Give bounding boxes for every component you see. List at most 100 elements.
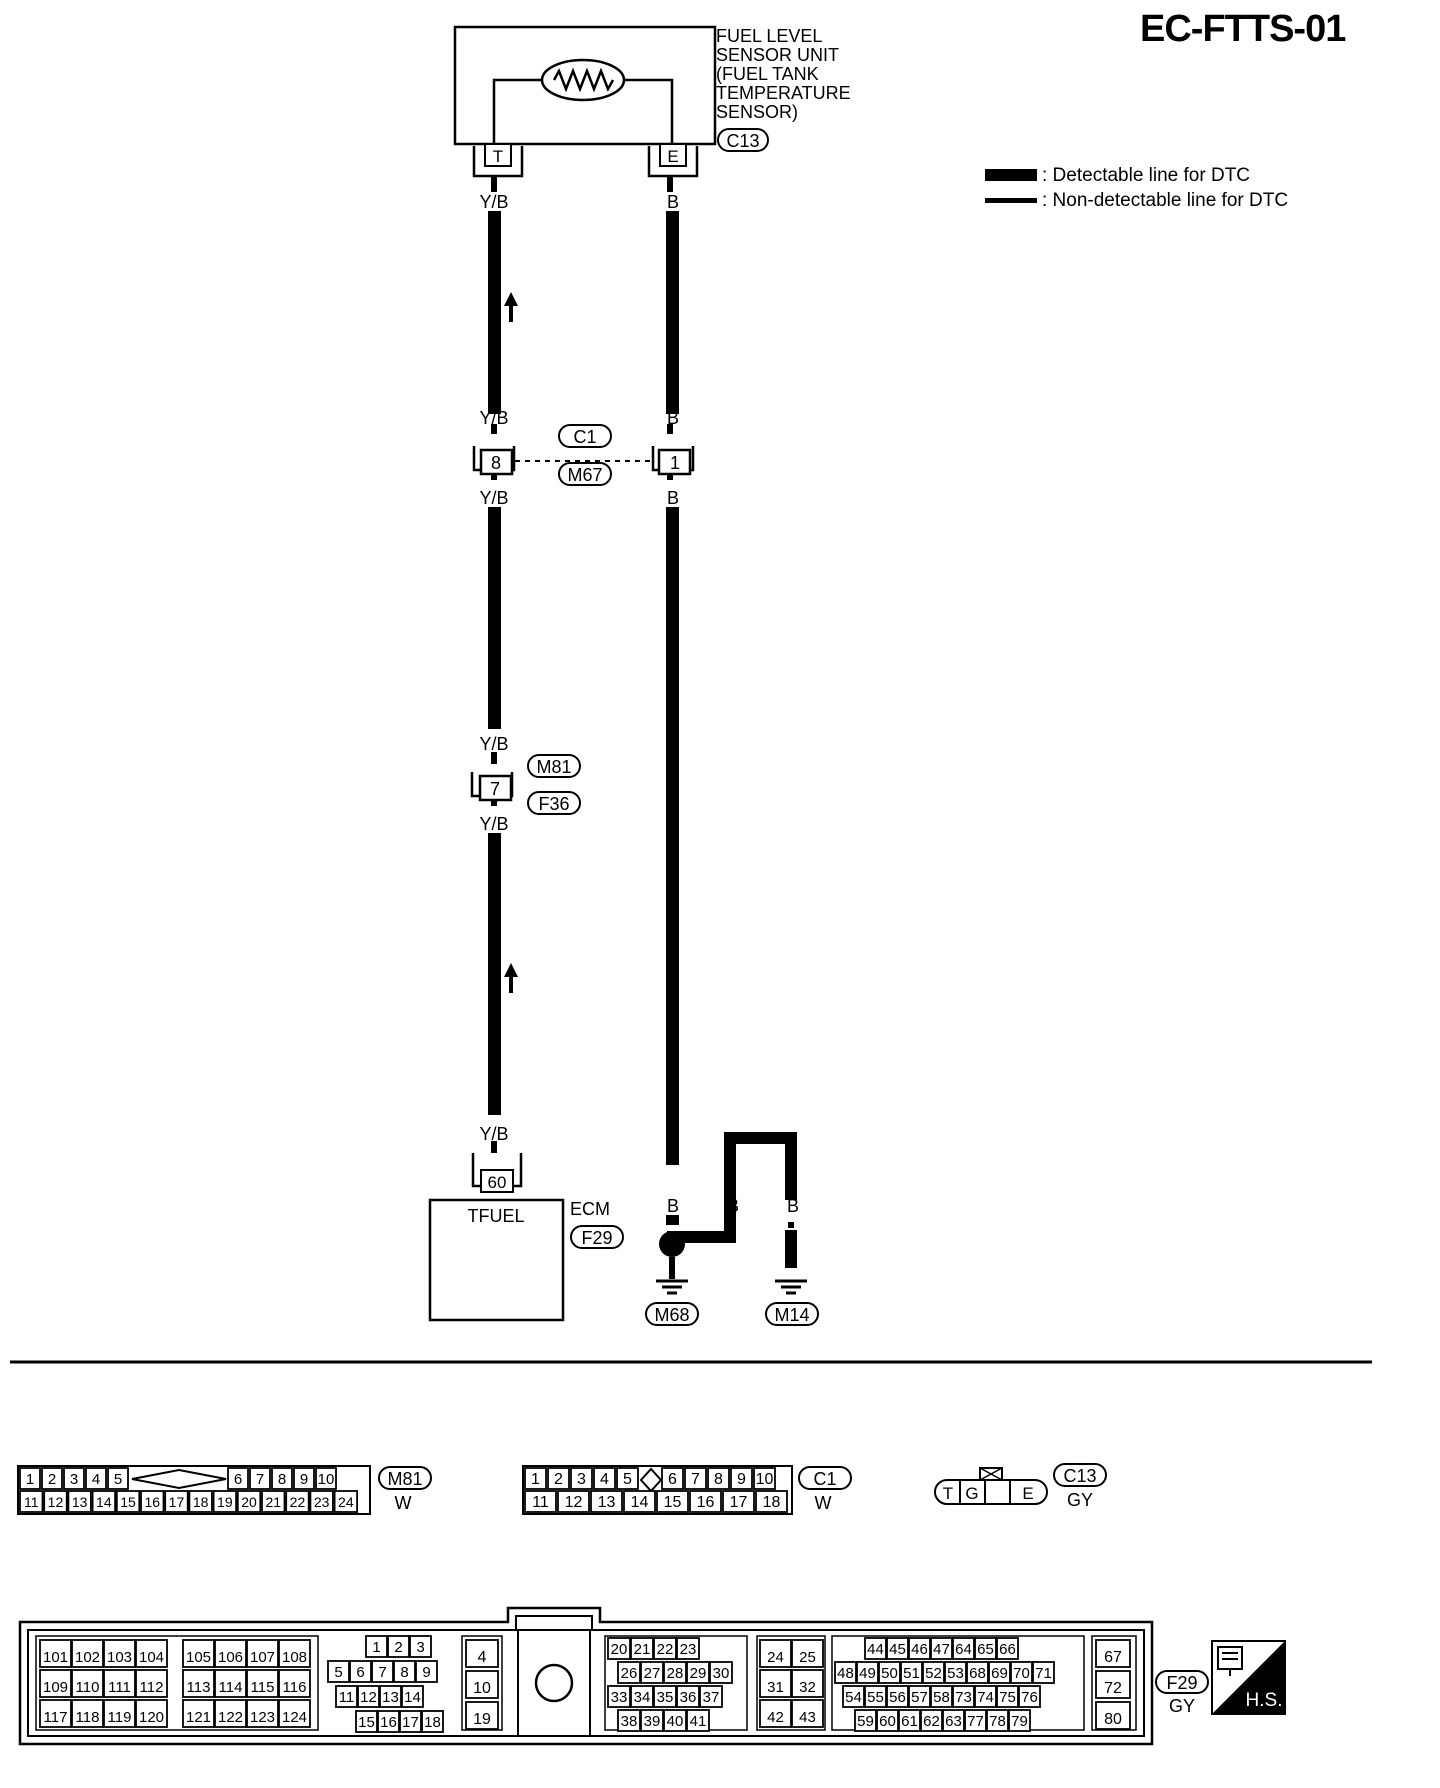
junction-m81-f36: 7 M81 F36 (470, 754, 581, 815)
connector-pin-label: 74 (977, 1689, 994, 1706)
connector-pin-label: 42 (767, 1709, 784, 1726)
connector-pin-label: 8 (714, 1471, 723, 1488)
connector-pin-label: 17 (730, 1494, 748, 1511)
connector-pin-label: 8 (278, 1471, 286, 1488)
connector-pin (19, 1490, 44, 1513)
connector-pin-label: 13 (382, 1689, 399, 1706)
c13-id: C13 (1063, 1466, 1096, 1486)
connector-pin-label: 111 (108, 1679, 131, 1696)
connector-pin (379, 1685, 402, 1708)
connector-pin (974, 1637, 997, 1660)
connector-pin (293, 1467, 315, 1490)
connector-pin (271, 1467, 293, 1490)
connector-pin (212, 1490, 238, 1513)
connector-pin (135, 1639, 168, 1668)
connector-pin-label: 80 (1104, 1711, 1122, 1728)
connector-pin (214, 1669, 247, 1698)
connector-pin-label: 63 (945, 1713, 962, 1730)
connector-pin-label: 25 (799, 1649, 816, 1666)
connector-pin-label: 9 (737, 1471, 746, 1488)
connector-pin-label: 33 (611, 1689, 628, 1706)
legend-thin-line (985, 198, 1037, 203)
connector-pin-label: 69 (991, 1665, 1008, 1682)
connector-pin (182, 1669, 215, 1698)
wire-label-yb: Y/B (479, 192, 508, 212)
diagram-id: EC-FTTS-01 (1140, 8, 1346, 50)
connector-pin-label: 16 (380, 1714, 397, 1731)
connector-pin-label: 9 (300, 1471, 308, 1488)
connector-pin (309, 1490, 334, 1513)
connector-pin-label: 14 (404, 1689, 421, 1706)
connector-pin (115, 1490, 141, 1513)
connector-pin-label: 41 (690, 1713, 707, 1730)
key-diamond-icon (131, 1468, 227, 1490)
connector-pin (986, 1709, 1009, 1732)
connector-pin-label: 4 (600, 1471, 609, 1488)
connector-pin (898, 1709, 921, 1732)
connector-id: C1 (813, 1469, 836, 1489)
connector-pin-label: 38 (621, 1713, 638, 1730)
connector-pin (699, 1685, 723, 1708)
connector-pin-label: 116 (283, 1679, 307, 1696)
connector-pin (974, 1685, 997, 1708)
c13-pin-e: E (1022, 1484, 1033, 1503)
f29-id: F29 (1166, 1673, 1197, 1693)
connector-id-tag (798, 1466, 852, 1490)
connector-pin (371, 1660, 394, 1683)
connector-pin-label: 13 (598, 1494, 616, 1511)
connector-pin-label: 15 (120, 1494, 136, 1510)
c13-pin-g: G (965, 1484, 978, 1503)
connector-pin (278, 1639, 311, 1668)
connector-pin-label: 10 (318, 1471, 335, 1488)
connector-pin-label: 37 (703, 1689, 720, 1706)
connector-pin-label: 105 (186, 1649, 211, 1666)
connector-pin (878, 1661, 901, 1684)
sensor-name-4: TEMPERATURE (716, 83, 851, 103)
connector-pin (686, 1709, 710, 1732)
connector-pin-label: 55 (867, 1689, 884, 1706)
connector-pin (930, 1637, 953, 1660)
ecm: 60 TFUEL ECM F29 (428, 1153, 624, 1322)
connector-pin (19, 1467, 41, 1490)
legend-thick-line (985, 169, 1037, 181)
harness-symbol-badge: H.S. (1211, 1640, 1286, 1715)
connector-pin-label: 52 (925, 1665, 942, 1682)
connector-pin-label: 22 (657, 1641, 674, 1658)
connector-pin-label: 113 (187, 1679, 211, 1696)
connector-pin-label: 36 (680, 1689, 697, 1706)
connector-pin-label: 104 (139, 1649, 164, 1666)
connector-pin-label: 3 (416, 1639, 424, 1656)
connector-pin-label: 32 (799, 1679, 816, 1696)
connector-pin-label: 101 (43, 1649, 68, 1666)
ecm-connector-center-icon (534, 1663, 574, 1703)
ecm-pin: 60 (488, 1173, 507, 1192)
sensor-name-3: (FUEL TANK (716, 64, 819, 84)
junction1-bottom-id: M67 (567, 465, 602, 485)
connector-pin-label: 1 (531, 1471, 540, 1488)
connector-pin (876, 1709, 899, 1732)
connector-pin-label: 29 (690, 1665, 707, 1682)
connector-pin-label: 11 (24, 1494, 39, 1510)
connector-pin-label: 22 (290, 1494, 306, 1510)
connector-pin (686, 1661, 710, 1684)
connector-pin-label: 123 (250, 1709, 275, 1726)
connector-pin (71, 1669, 104, 1698)
connector-pin (854, 1709, 877, 1732)
connector-pin-label: 47 (933, 1641, 950, 1658)
connector-pin (465, 1701, 499, 1730)
wire-b-1 (666, 211, 679, 414)
connector-pin (864, 1685, 887, 1708)
connector-pin (791, 1699, 824, 1728)
resistor-icon (540, 58, 626, 102)
connector-pin (327, 1660, 350, 1683)
connector-pin-label: 110 (76, 1679, 100, 1696)
connector-pin (285, 1490, 310, 1513)
connector-pin (246, 1639, 279, 1668)
connector-pin-label: 10 (473, 1680, 491, 1697)
connector-pin (387, 1635, 410, 1658)
connector-pin (39, 1699, 72, 1728)
connector-pin-label: 11 (339, 1689, 355, 1706)
connector-pin-label: 24 (767, 1649, 784, 1666)
connector-pin-label: 17 (169, 1494, 185, 1510)
